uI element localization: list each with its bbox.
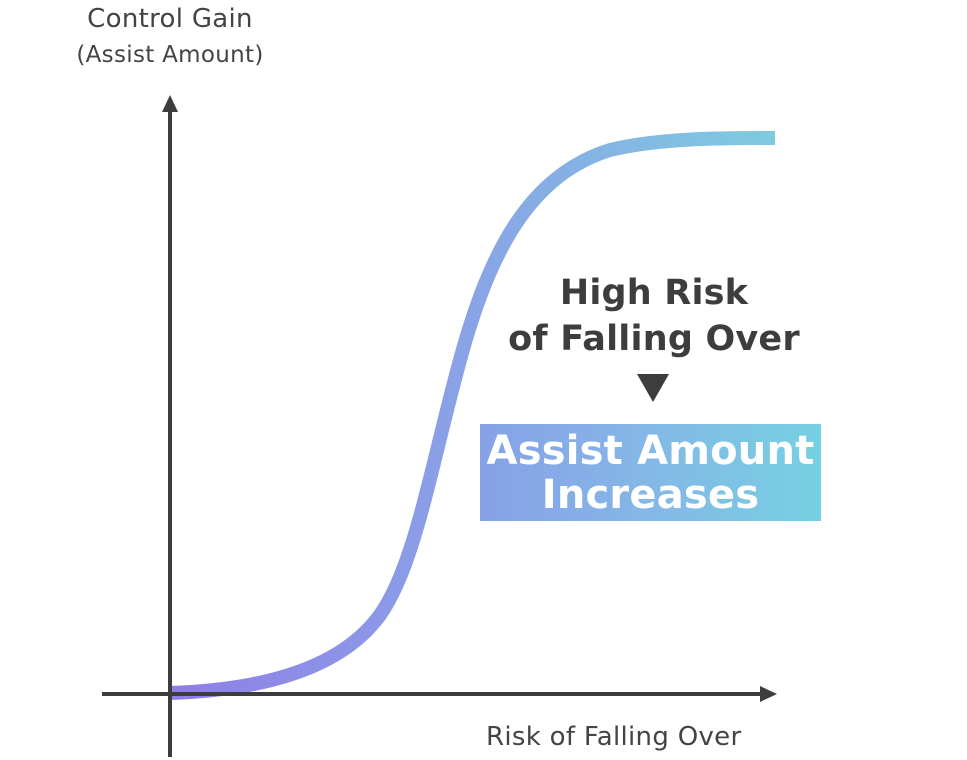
x-axis-label: Risk of Falling Over xyxy=(486,722,742,752)
y-axis-arrow-icon xyxy=(162,95,178,112)
callout-line1: High Risk xyxy=(559,273,749,313)
result-line1: Assist Amount xyxy=(486,428,815,474)
y-axis-title: Control Gain xyxy=(87,4,253,34)
x-axis-arrow-icon xyxy=(760,686,777,702)
result-line2: Increases xyxy=(541,472,760,518)
y-axis-label: Control Gain (Assist Amount) xyxy=(60,2,280,74)
high-risk-callout: High Risk of Falling Over xyxy=(490,270,818,362)
gain-curve xyxy=(169,131,776,700)
assist-increases-box: Assist Amount Increases xyxy=(480,424,821,521)
down-triangle-icon xyxy=(637,374,669,402)
callout-line2: of Falling Over xyxy=(508,319,800,359)
y-axis-subtitle: (Assist Amount) xyxy=(76,42,264,68)
